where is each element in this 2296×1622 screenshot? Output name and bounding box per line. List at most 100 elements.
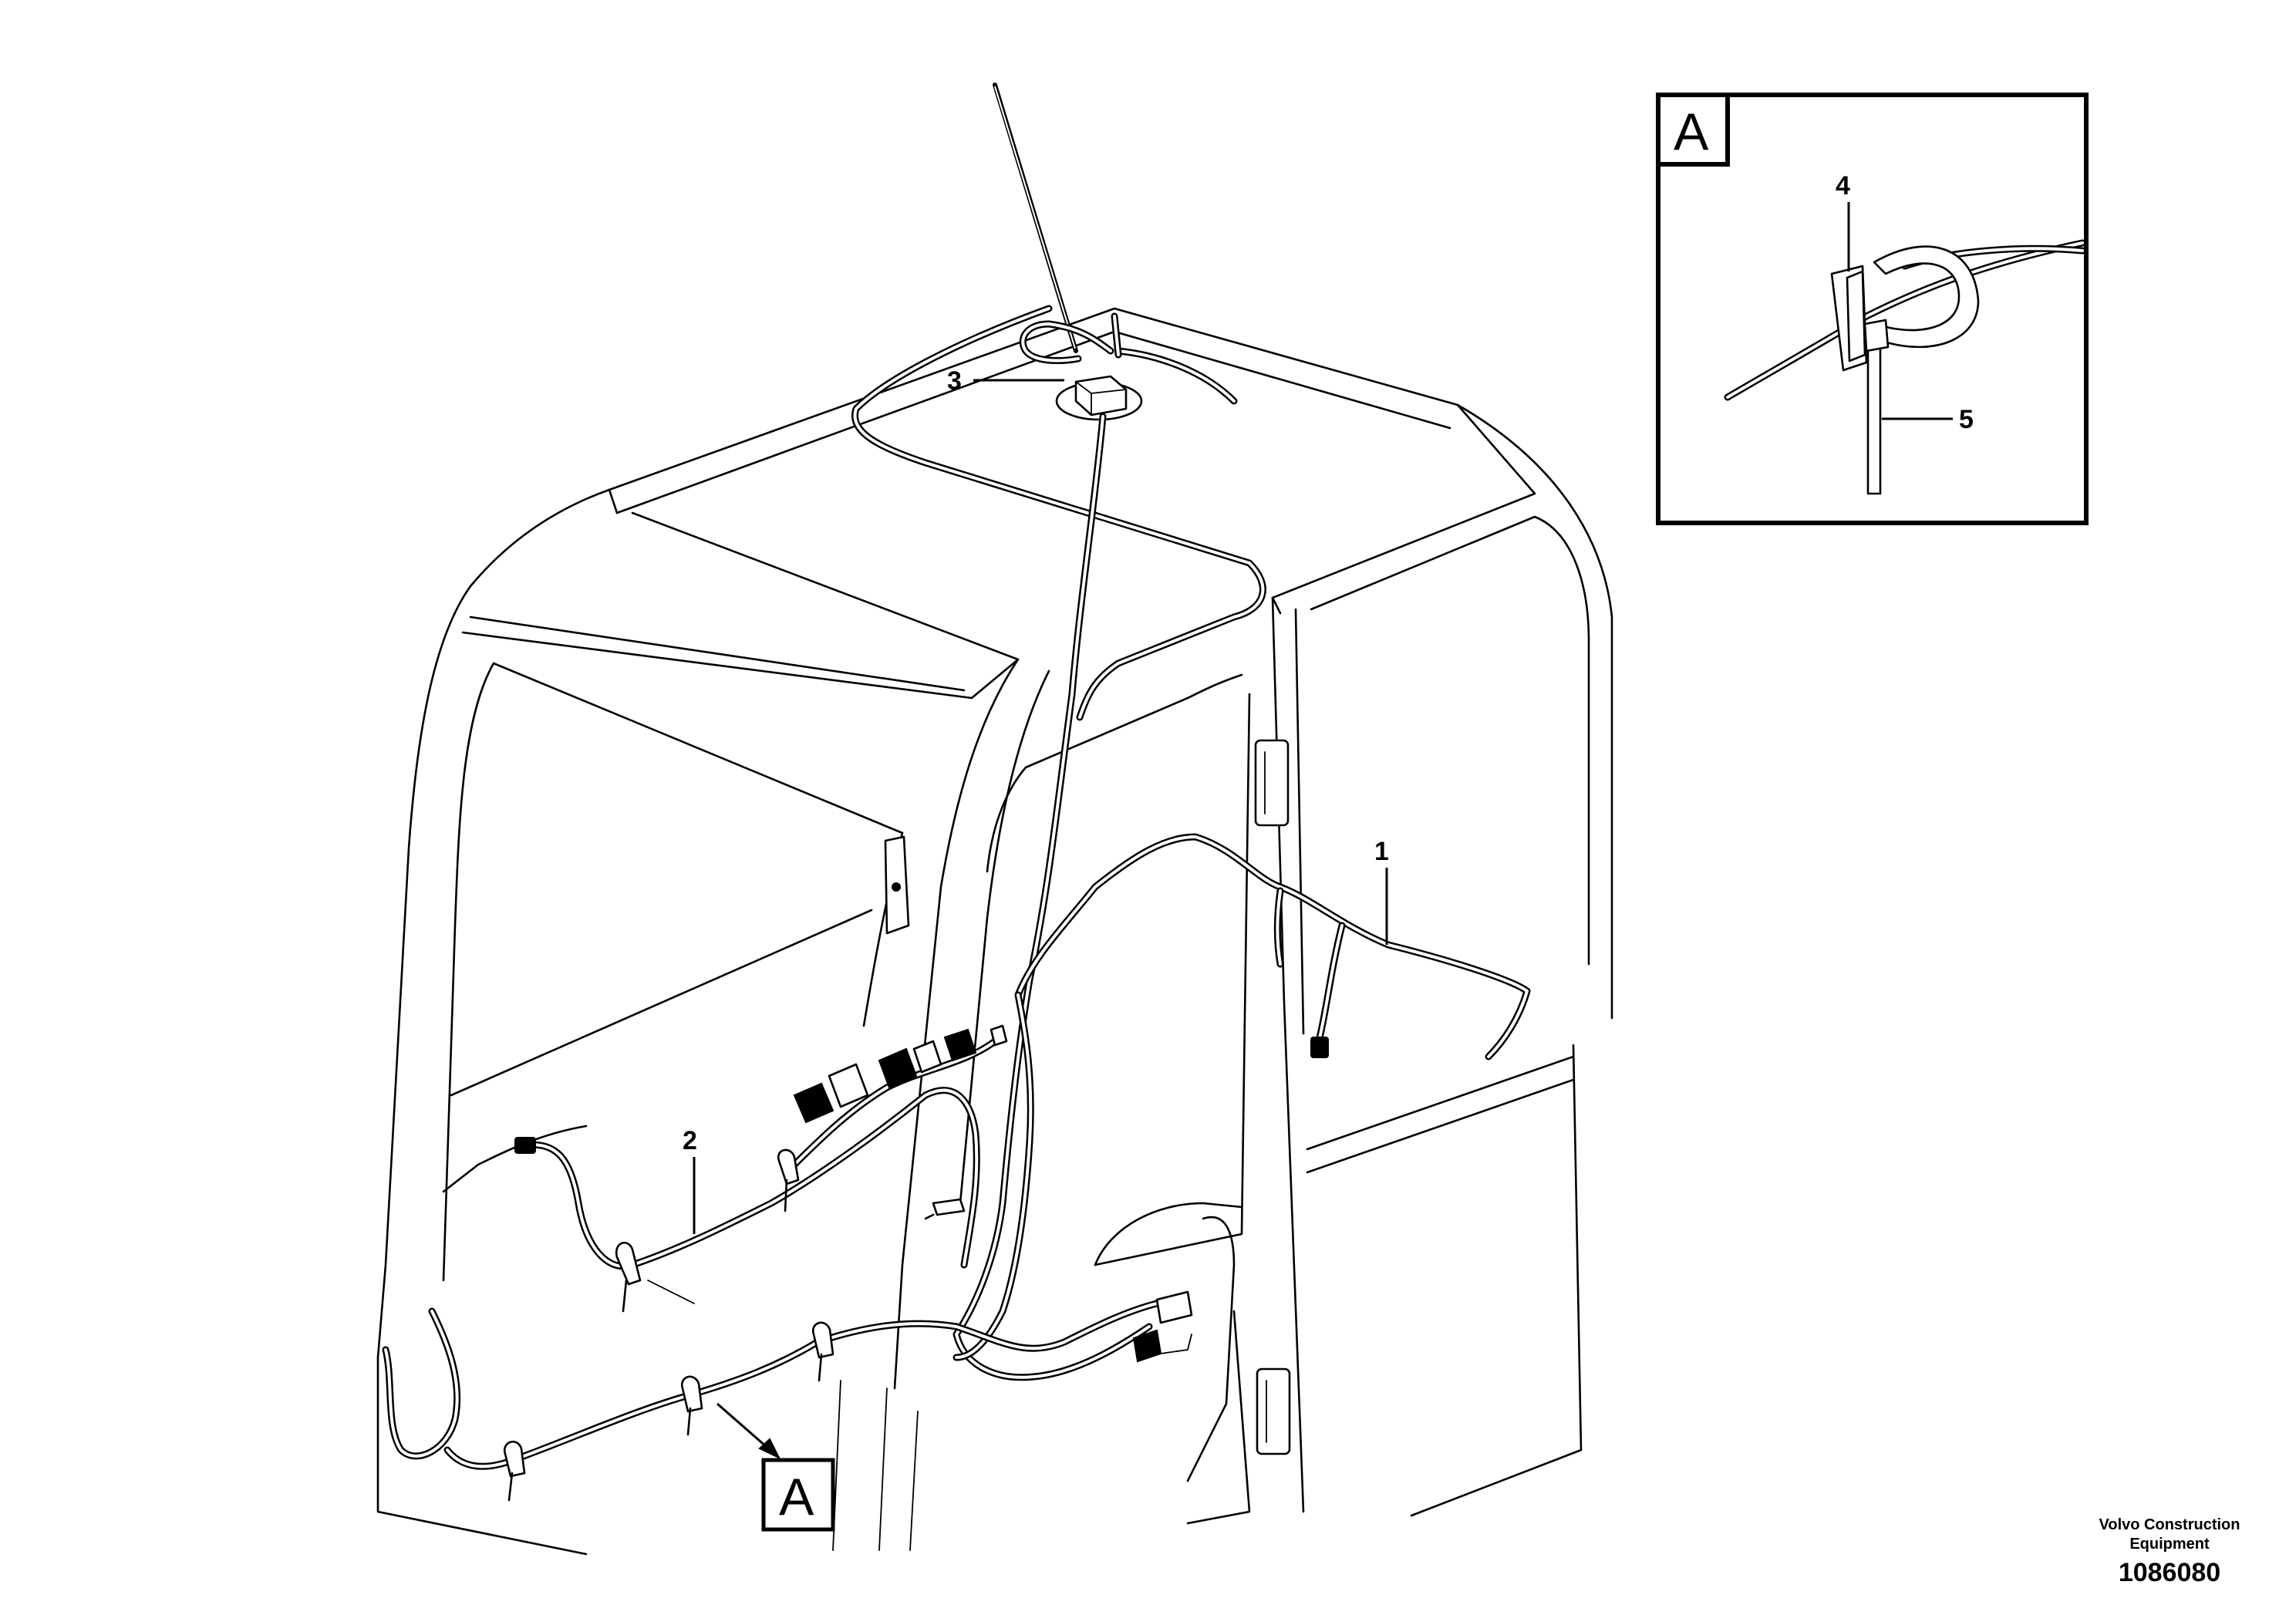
lower-harness-main — [443, 1300, 1161, 1470]
cab-door-lower — [1094, 1202, 1243, 1266]
cab-lower-line — [647, 1280, 695, 1304]
callout-1-label: 1 — [1374, 837, 1389, 866]
cab-roof-lip — [608, 488, 1282, 615]
callout-3-label: 3 — [947, 366, 962, 396]
callout-5-label: 5 — [1959, 405, 1974, 434]
cab-rear-pillar-inner — [1310, 515, 1590, 966]
cab-door-window — [986, 673, 1243, 873]
antenna-roof-cable-left — [851, 305, 1266, 721]
detail-cable-in — [1726, 241, 2084, 399]
harness-2-end-connector — [514, 1137, 536, 1154]
detail-view-letter-box — [1656, 93, 1730, 167]
cab-lower-hinge — [1256, 1367, 1291, 1455]
harness-2-cable — [521, 1087, 980, 1270]
cab-door-frame-inner — [1294, 608, 1305, 1035]
cab-door-window-inner — [1094, 693, 1251, 1266]
harness-branch-right-in — [1317, 924, 1344, 1043]
callout-item-1: 1 — [1374, 837, 1389, 945]
cab-front-window-top — [492, 662, 904, 835]
radio-antenna-assembly — [851, 83, 1266, 721]
harness-loop — [1014, 833, 1531, 1061]
lower-harness-cable — [382, 1307, 461, 1460]
cab-roof-outline — [608, 307, 1536, 599]
view-marker-a: A — [716, 1402, 835, 1532]
antenna-roof-cable-left-in — [853, 307, 1265, 719]
cab-upper-hinge — [1254, 739, 1290, 827]
detail-cable-tie-tail — [1866, 342, 1882, 495]
lower-harness — [382, 1290, 1193, 1502]
harness-2-clip-2 — [777, 1148, 800, 1185]
detail-tie-head — [1863, 319, 1890, 352]
harness-2-clip-3 — [932, 1198, 966, 1216]
cab-door-lower-frame — [1186, 1216, 1236, 1482]
relay-connector-6 — [990, 1024, 1008, 1047]
cab-door-frame-outer — [1271, 596, 1305, 1513]
harness-branch-left-in — [1276, 889, 1282, 966]
antenna-base-connector — [1074, 375, 1128, 416]
company-name-line1: Volvo Construction — [2099, 1516, 2240, 1533]
marker-a-letter: A — [779, 1468, 814, 1526]
cab-center-bracket-bolt — [892, 882, 901, 892]
harness-2-cable-in — [523, 1088, 979, 1268]
operator-cab — [376, 307, 1613, 1556]
detail-view-letter: A — [1674, 103, 1709, 161]
antenna-cable-loop-in — [1021, 322, 1112, 363]
cab-door-bottom — [1186, 1310, 1251, 1525]
antenna-short-cable-in — [1113, 315, 1120, 356]
harness-2-clip-1-tie — [622, 1279, 628, 1313]
cab-lower-rear-frame — [1410, 1044, 1583, 1517]
harness-1-connector — [1310, 1037, 1329, 1058]
cab-center-pillar-outer — [893, 658, 1020, 1390]
cab-center-pillar-inner — [959, 669, 1050, 1205]
lower-clip-1-tie — [507, 1472, 514, 1502]
cab-roof-panel — [461, 511, 1020, 700]
relay-connector-1 — [793, 1082, 834, 1124]
callout-4-label: 4 — [1836, 171, 1850, 201]
document-number: 1086080 — [2119, 1558, 2220, 1587]
harness-2-clip-1 — [615, 1242, 642, 1286]
marker-a-arrowhead — [758, 1438, 781, 1460]
lower-clip-2 — [680, 1375, 703, 1413]
relay-connector-3 — [878, 1047, 918, 1089]
callout-2-label: 2 — [683, 1126, 697, 1155]
relay-connector-4 — [912, 1040, 942, 1074]
relay-connector-2 — [828, 1063, 869, 1108]
detail-view-a: A 4 5 — [1656, 93, 2089, 525]
lower-clip-1 — [503, 1440, 526, 1478]
cab-interior-dash-line — [450, 909, 873, 1097]
antenna-roof-cable-right-in — [1117, 349, 1236, 403]
antenna-base-top — [1075, 381, 1127, 416]
cab-door-handle-area — [832, 1380, 919, 1551]
lower-harness-connector-lead — [1160, 1334, 1192, 1354]
lower-clip-3 — [811, 1321, 834, 1359]
cab-roof-panel-inner — [469, 615, 966, 692]
marker-a-box — [761, 1458, 835, 1532]
detail-cable-tie-loop — [1869, 245, 1980, 349]
harness-2-clip-2-tie — [784, 1179, 788, 1212]
harness-2-clip-3-tie — [924, 1213, 935, 1220]
lower-clip-3-tie — [818, 1353, 823, 1382]
cab-rear-pillar — [1456, 403, 1613, 1020]
lower-harness-cable-in — [384, 1310, 459, 1458]
lower-clip-2-tie — [686, 1407, 692, 1436]
cab-left-pillar-outer — [376, 585, 472, 1359]
footer: Volvo Construction Equipment 1086080 — [2099, 1516, 2240, 1587]
main-cable-down-in — [955, 415, 1151, 1379]
cab-rear-window-bottom — [1306, 1055, 1575, 1174]
harness-item-2 — [514, 1024, 1008, 1313]
antenna-mast-inner — [994, 86, 1076, 349]
harness-loop-in — [1017, 835, 1529, 1058]
relay-connector-5 — [943, 1028, 977, 1062]
company-name-line2: Equipment — [2129, 1536, 2210, 1553]
callout-item-3: 3 — [947, 366, 1064, 396]
cab-lower-left-frame — [376, 1356, 588, 1556]
callout-item-2: 2 — [683, 1126, 697, 1234]
cab-roof-front-edge — [469, 488, 611, 588]
main-cable-down — [952, 413, 1153, 1381]
harness-2-branch-in — [785, 1040, 996, 1174]
cab-left-pillar-inner — [442, 662, 495, 1282]
lower-harness-connector-block — [1155, 1290, 1193, 1324]
detail-clip-face — [1846, 270, 1866, 363]
harness-item-1 — [952, 413, 1531, 1381]
